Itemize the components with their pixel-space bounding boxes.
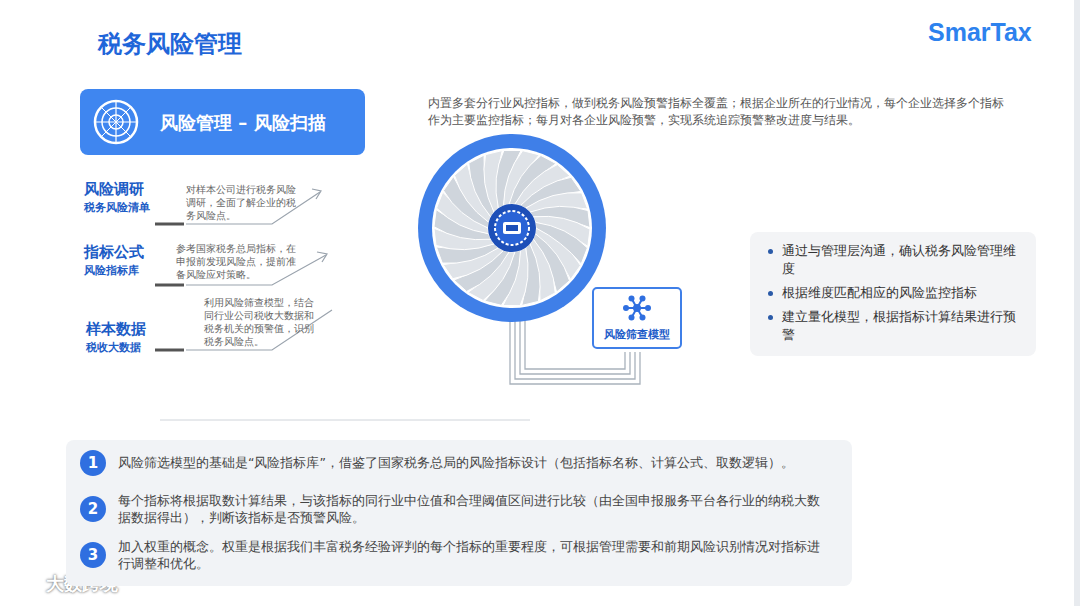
- number-circle: 3: [80, 542, 106, 568]
- intro-note: 内置多套分行业风控指标，做到税务风险预警指标全覆盖；根据企业所在的行业情况，每个…: [428, 95, 1008, 129]
- network-icon: [622, 293, 652, 323]
- banner-box: 风险管理 – 风险扫描: [80, 89, 365, 155]
- edge-bar: [1074, 0, 1080, 606]
- note-text: 加入权重的概念。权重是根据我们丰富税务经验评判的每个指标的重要程度，可根据管理需…: [118, 538, 828, 572]
- banner-text: 风险管理 – 风险扫描: [160, 111, 326, 135]
- item-note: 对样本公司进行税务风险调研，全面了解企业的税务风险点。: [186, 183, 298, 222]
- number-text: 2: [80, 496, 106, 522]
- bullet-dot: [768, 249, 773, 254]
- page-title: 税务风险管理: [98, 28, 242, 60]
- bullet-text: 根据维度匹配相应的风险监控指标: [782, 284, 1020, 302]
- number-circle: 1: [80, 450, 106, 476]
- item-subheading: 税务风险清单: [84, 200, 150, 215]
- item-note: 参考国家税务总局指标，在申报前发现风险点，提前准备风险应对策略。: [176, 242, 300, 281]
- heading-underlines: [155, 224, 184, 350]
- item-note: 利用风险筛查模型，结合同行业公司税收大数据和税务机关的预警值，识别税务风险点。: [204, 296, 316, 348]
- model-box: 风险筛查模型: [592, 287, 682, 349]
- summary-panel: 通过与管理层沟通，确认税务风险管理维度根据维度匹配相应的风险监控指标建立量化模型…: [750, 232, 1036, 356]
- notes-panel: 1 2 3 风险筛选模型的基础是“风险指标库”，借鉴了国家税务总局的风险指标设计（包括…: [66, 440, 852, 586]
- number-text: 3: [80, 542, 106, 568]
- number-text: 1: [80, 450, 106, 476]
- arrow-head: [317, 252, 327, 262]
- item-heading: 风险调研: [84, 180, 144, 199]
- note-text: 风险筛选模型的基础是“风险指标库”，借鉴了国家税务总局的风险指标设计（包括指标名…: [118, 454, 828, 471]
- number-circle: 2: [80, 496, 106, 522]
- model-text: 风险筛查模型: [594, 327, 680, 342]
- divider: [160, 420, 530, 421]
- item-subheading: 风险指标库: [84, 263, 139, 278]
- arrow-head: [312, 189, 321, 199]
- item-subheading: 税收大数据: [86, 340, 141, 355]
- note-text: 每个指标将根据取数计算结果，与该指标的同行业中位值和合理阈值区间进行比较（由全国…: [118, 492, 828, 526]
- fan-blade: [535, 222, 587, 264]
- bullet-dot: [768, 315, 773, 320]
- radar-icon: [92, 98, 140, 146]
- bullet-text: 通过与管理层沟通，确认税务风险管理维度: [782, 242, 1020, 278]
- fan-illustration: [418, 134, 606, 322]
- item-heading: 样本数据: [86, 320, 146, 339]
- bullet-text: 建立量化模型，根据指标计算结果进行预警: [782, 308, 1020, 344]
- item-heading: 指标公式: [84, 243, 144, 262]
- brand-logo: SmarTax: [928, 18, 1032, 47]
- bullet-dot: [768, 291, 773, 296]
